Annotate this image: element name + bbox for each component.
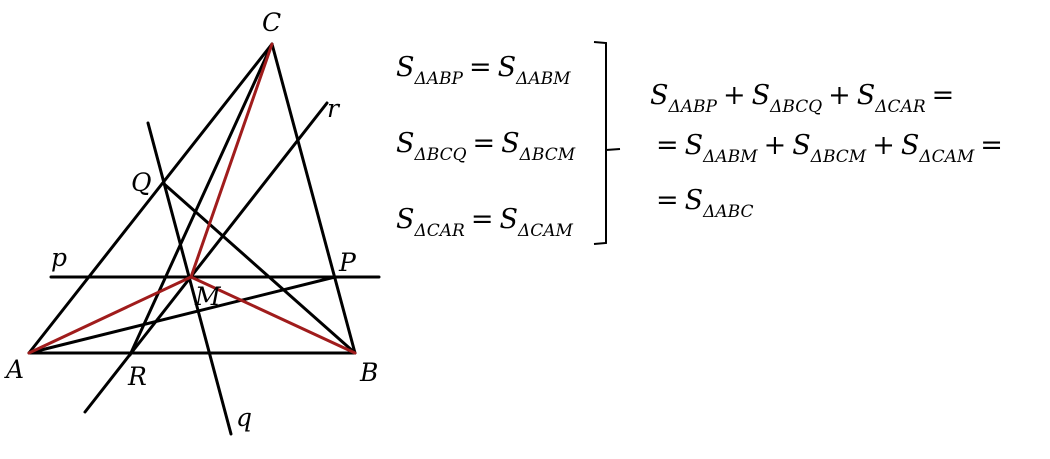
triangle-subscript: ΔABM [516, 69, 571, 89]
area-symbol: S [497, 52, 517, 83]
operator: + [872, 130, 895, 161]
operator: + [763, 130, 787, 161]
triangle-subscript: ΔABC [703, 202, 754, 222]
label-m: M [195, 282, 221, 311]
equation-left-2: SΔBCQ=SΔBCM [396, 128, 575, 165]
label-b: B [360, 358, 379, 387]
label-a: A [6, 355, 25, 384]
triangle-subscript: ΔBCQ [414, 145, 467, 165]
area-symbol: S [684, 185, 704, 216]
segment-ma [27, 275, 193, 355]
area-symbol: S [751, 80, 771, 111]
triangle-subscript: ΔABM [703, 147, 758, 167]
operator: + [828, 80, 851, 111]
segment-ap [27, 275, 337, 355]
area-symbol: S [650, 80, 669, 111]
triangle-subscript: ΔBCM [810, 147, 867, 167]
operator: = [470, 204, 494, 235]
label-p-point: P [339, 248, 356, 277]
segment-cr [128, 42, 274, 357]
area-symbol: S [501, 128, 520, 159]
segment-mc [189, 42, 274, 279]
triangle-subscript: ΔCAR [414, 221, 465, 241]
area-symbol: S [396, 204, 415, 235]
area-symbol: S [900, 130, 920, 161]
brace-bracket [593, 41, 621, 245]
area-symbol: S [856, 80, 876, 111]
operator: = [931, 80, 955, 111]
area-symbol: S [684, 130, 704, 161]
triangle-subscript: ΔCAM [919, 147, 975, 167]
label-r-point: R [128, 362, 147, 391]
area-symbol: S [499, 204, 519, 235]
segment-qb [161, 181, 357, 355]
label-c: C [262, 8, 282, 37]
line-r [83, 101, 329, 414]
triangle-subscript: ΔABP [668, 97, 718, 117]
triangle-subscript: ΔBCM [519, 145, 576, 165]
operator: = [469, 52, 492, 83]
side-ca [27, 42, 274, 355]
operator: = [656, 185, 679, 216]
side-cb [270, 42, 357, 355]
triangle-subscript: ΔCAR [875, 97, 926, 117]
equation-left-3: SΔCAR=SΔCAM [396, 204, 573, 241]
label-q-point: Q [131, 168, 152, 197]
operator: = [980, 130, 1003, 161]
area-symbol: S [396, 52, 415, 83]
area-symbol: S [396, 128, 415, 159]
operator: + [723, 80, 746, 111]
equation-right-3: =SΔABC [650, 185, 754, 222]
label-r-line: r [327, 94, 339, 123]
label-p-line: p [51, 243, 68, 272]
operator: = [656, 130, 679, 161]
area-symbol: S [792, 130, 811, 161]
triangle-subscript: ΔCAM [518, 221, 573, 241]
equation-left-1: SΔABP=SΔABM [396, 52, 571, 89]
label-q-line: q [236, 403, 253, 432]
segment-mb [189, 275, 357, 355]
triangle-subscript: ΔBCQ [770, 97, 823, 117]
equation-right-1: SΔABP+SΔBCQ+SΔCAR= [650, 80, 960, 117]
operator: = [472, 128, 496, 159]
equation-right-2: =SΔABM+SΔBCM+SΔCAM= [650, 130, 1009, 167]
triangle-subscript: ΔABP [414, 69, 464, 89]
